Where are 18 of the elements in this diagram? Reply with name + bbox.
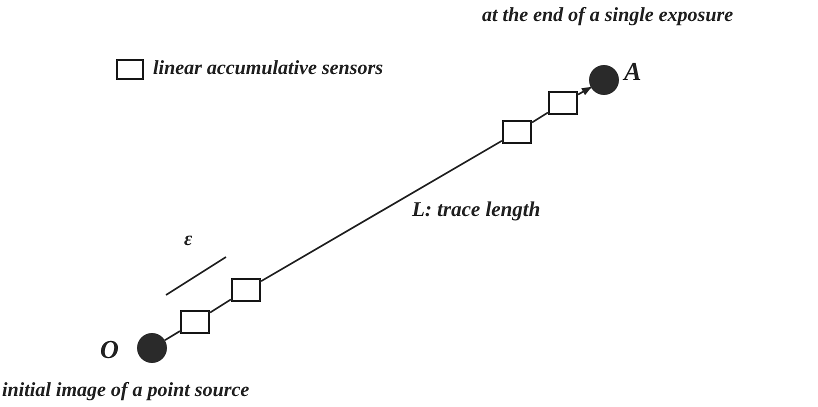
point-label: O xyxy=(100,336,119,365)
dot xyxy=(589,65,619,95)
sensor-square xyxy=(180,310,210,334)
arrow xyxy=(578,86,592,96)
point-caption: at the end of a single exposure xyxy=(482,4,734,26)
point-label: A xyxy=(624,58,642,87)
sensor-square xyxy=(502,120,532,144)
line xyxy=(210,298,232,314)
epsilon-label: ε xyxy=(184,228,192,250)
line xyxy=(532,112,548,124)
line xyxy=(164,330,180,342)
legend-text: linear accumulative sensors xyxy=(153,57,384,79)
point-caption: initial image of a point source xyxy=(2,379,250,401)
dot xyxy=(137,333,167,363)
trace-length-label: L: trace length xyxy=(412,198,540,222)
sensor-square xyxy=(231,278,261,302)
sensor-square xyxy=(548,91,578,115)
line xyxy=(260,140,502,282)
